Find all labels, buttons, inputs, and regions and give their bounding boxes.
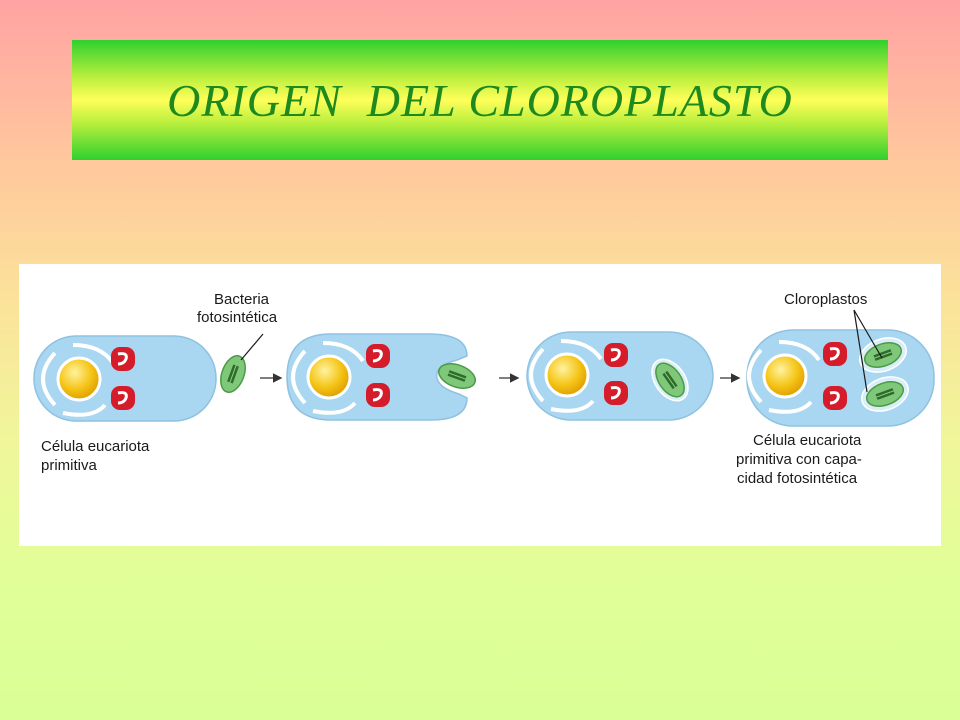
mitochondrion-icon	[602, 379, 630, 407]
bacterium-icon	[215, 351, 251, 397]
title-banner: ORIGEN DEL CLOROPLASTO	[72, 40, 888, 160]
endosymbiosis-diagram: Bacteria fotosintética	[33, 291, 935, 487]
mitochondrion-icon	[364, 381, 392, 409]
label-result-line3: cidad fotosintética	[737, 470, 858, 487]
mitochondrion-icon	[364, 342, 392, 370]
endosymbiosis-figure: Bacteria fotosintética	[19, 264, 941, 546]
label-primitive-cell-line1: Célula eucariota	[41, 438, 150, 455]
chloroplast-pointer-line	[853, 309, 868, 393]
label-bacteria-line2: fotosintética	[197, 309, 278, 326]
internalizing-cell	[526, 331, 714, 421]
label-bacteria-line1: Bacteria	[214, 291, 270, 308]
label-primitive-cell-line2: primitiva	[41, 457, 97, 474]
label-result-line1: Célula eucariota	[753, 432, 862, 449]
label-chloroplasts: Cloroplastos	[784, 291, 867, 308]
mitochondrion-icon	[821, 384, 849, 412]
chloroplast-pointer-line	[853, 309, 883, 359]
mitochondrion-icon	[821, 340, 849, 368]
bacterium-pointer-line	[240, 333, 264, 361]
photosynthetic-eukaryotic-cell	[746, 309, 935, 427]
label-result-line2: primitiva con capa-	[736, 451, 862, 468]
mitochondrion-icon	[109, 384, 137, 412]
slide-title: ORIGEN DEL CLOROPLASTO	[167, 74, 793, 126]
photosynthetic-bacterium	[215, 333, 264, 397]
primitive-eukaryotic-cell	[33, 335, 217, 422]
mitochondrion-icon	[109, 345, 137, 373]
engulfing-cell	[286, 333, 480, 421]
mitochondrion-icon	[602, 341, 630, 369]
